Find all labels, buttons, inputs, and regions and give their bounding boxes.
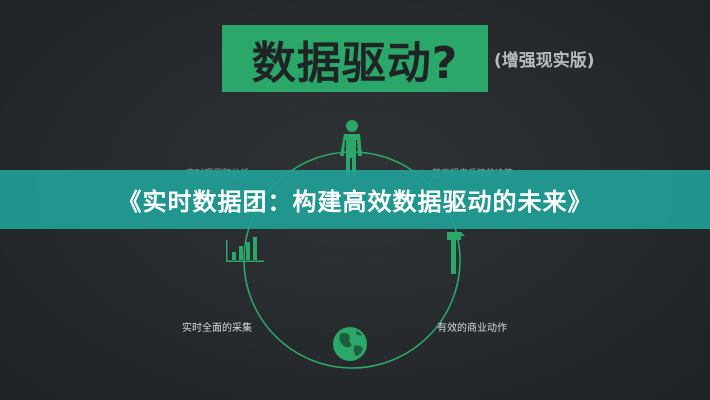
title-box: 数据驱动? (222, 25, 488, 92)
label-realtime-collection: 实时全面的采集 (182, 323, 252, 334)
slide-title: 数据驱动? (251, 37, 459, 89)
title-banner: 《实时数据团：构建高效数据驱动的未来》 (0, 170, 710, 229)
person-icon (340, 120, 362, 176)
globe-icon (333, 327, 367, 361)
bar-chart-icon (226, 237, 264, 262)
slide-subtitle: (增强现实版) (494, 51, 595, 71)
banner-title: 《实时数据团：构建高效数据驱动的未来》 (117, 188, 593, 216)
hammer-icon (447, 232, 465, 274)
label-business-action: 有效的商业动作 (437, 323, 507, 334)
